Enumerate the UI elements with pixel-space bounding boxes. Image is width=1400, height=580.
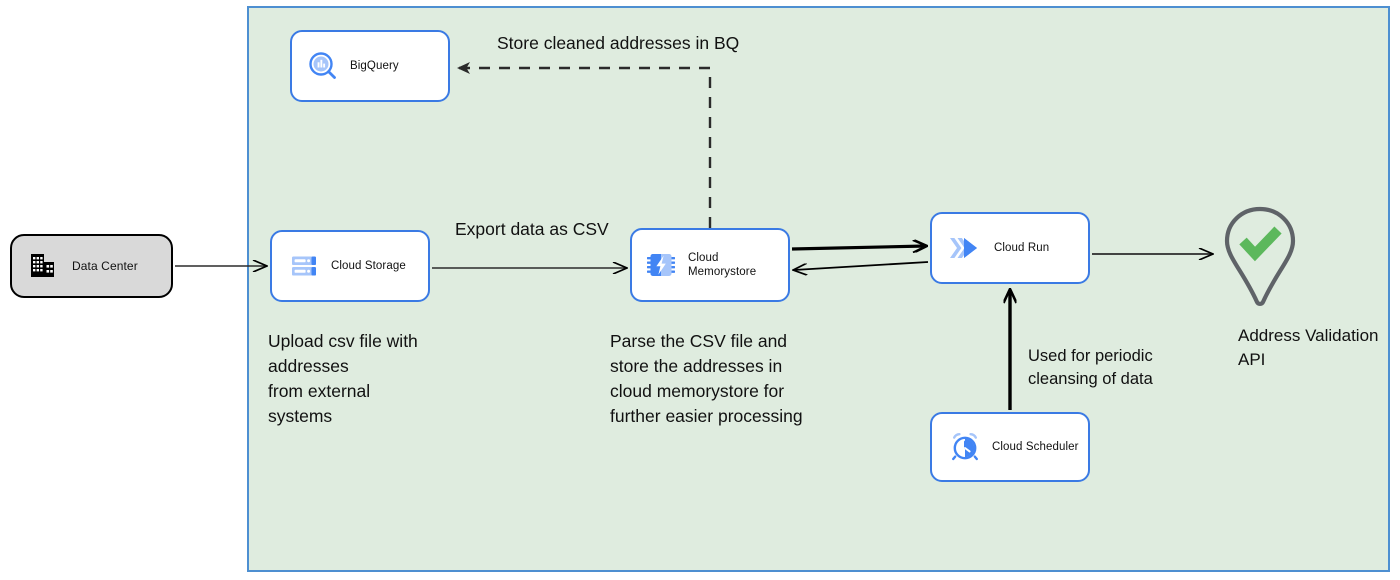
node-label: Cloud Storage [331, 259, 406, 272]
node-cloud-memorystore[interactable]: Cloud Memorystore [630, 228, 790, 302]
cloud-run-icon [948, 234, 980, 262]
node-label: Cloud Run [994, 241, 1050, 254]
note-upload-csv: Upload csv file with addresses from exte… [268, 331, 418, 426]
data-center-building-icon [30, 253, 56, 279]
cloud-memorystore-chip-icon [646, 250, 676, 280]
node-cloud-storage[interactable]: Cloud Storage [270, 230, 430, 302]
node-bigquery[interactable]: BigQuery [290, 30, 450, 102]
node-cloud-run[interactable]: Cloud Run [930, 212, 1090, 284]
address-validation-api-shape[interactable] [1215, 205, 1305, 310]
label-address-validation-api: Address Validation API [1238, 326, 1379, 370]
cloud-storage-icon [290, 252, 318, 280]
note-scheduler-purpose: Used for periodic cleansing of data [1028, 347, 1153, 389]
note-parse-csv: Parse the CSV file and store the address… [610, 331, 803, 426]
node-data-center[interactable]: Data Center [10, 234, 173, 298]
edge-label-export-csv: Export data as CSV [455, 219, 609, 239]
node-label: Cloud Scheduler [992, 440, 1079, 453]
node-label: BigQuery [350, 59, 399, 72]
node-label: Data Center [72, 258, 138, 273]
edge-label-store-in-bq: Store cleaned addresses in BQ [497, 33, 740, 53]
node-cloud-scheduler[interactable]: Cloud Scheduler [930, 412, 1090, 482]
address-validation-pin-check-icon [1224, 206, 1296, 306]
cloud-scheduler-clock-icon [950, 432, 980, 462]
node-label: Cloud Memorystore [688, 251, 757, 278]
bigquery-icon [308, 51, 338, 81]
